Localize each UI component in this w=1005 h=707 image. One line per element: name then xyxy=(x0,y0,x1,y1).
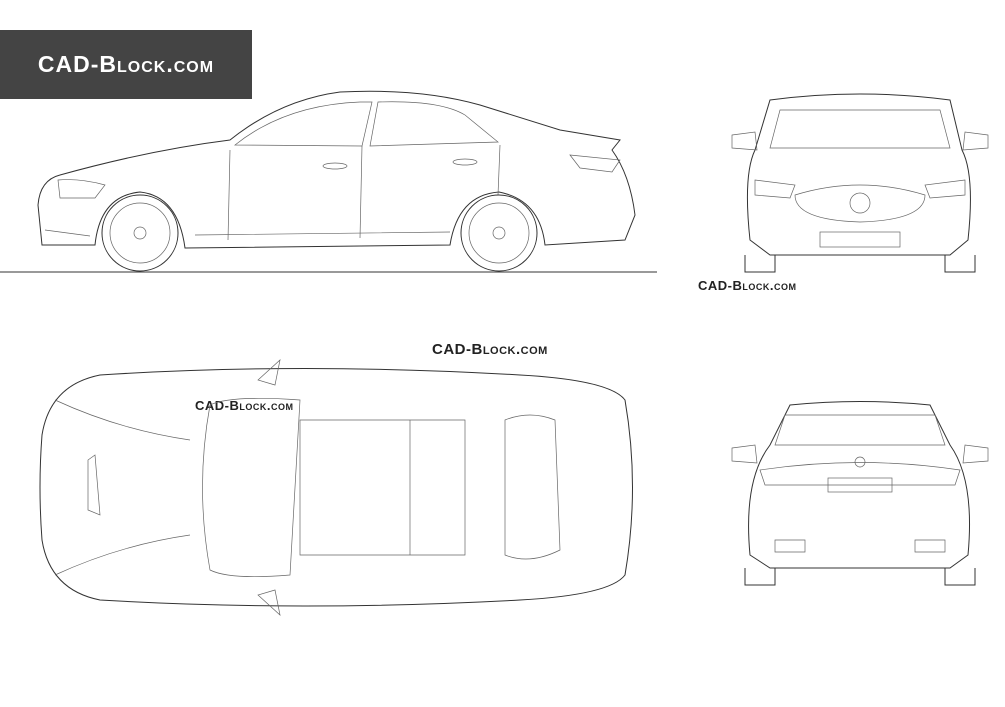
roof xyxy=(299,419,466,556)
front-wheel xyxy=(101,194,179,272)
mirrors xyxy=(731,444,989,464)
mirrors xyxy=(731,131,989,151)
site-logo-banner: CAD-Block.com xyxy=(0,30,252,99)
hood-vent xyxy=(87,454,101,516)
hood-lines xyxy=(54,399,191,576)
headlights xyxy=(754,179,966,199)
front-body-outline xyxy=(746,93,971,256)
side-taillight xyxy=(569,154,621,173)
top-body-outline xyxy=(39,368,633,607)
side-view xyxy=(0,90,657,273)
mercedes-star-icon xyxy=(849,192,871,214)
logo-text: CAD-Block.com xyxy=(37,51,215,77)
door-handle xyxy=(452,158,478,166)
rear-window xyxy=(774,414,946,446)
windshield xyxy=(202,398,301,577)
rear-body-outline xyxy=(748,401,970,569)
side-body-outline xyxy=(37,90,636,249)
rear-wheel xyxy=(460,194,538,272)
front-tyres xyxy=(744,255,976,273)
taillights xyxy=(759,462,961,486)
front-view xyxy=(731,93,989,273)
windshield xyxy=(769,109,951,149)
rear-tyres xyxy=(744,568,976,586)
watermark-top: CAD-Block.com xyxy=(432,341,548,358)
watermark-front: CAD-Block.com xyxy=(698,278,797,293)
mirrors xyxy=(257,359,281,616)
door-handle xyxy=(322,162,348,170)
mercedes-star-icon xyxy=(854,456,866,468)
license-plate xyxy=(827,477,893,493)
side-sill xyxy=(44,229,451,237)
front-grille xyxy=(794,184,926,223)
side-headlight xyxy=(57,179,106,199)
top-view xyxy=(39,359,633,616)
side-door-lines xyxy=(227,144,501,241)
exhaust-tips xyxy=(774,539,946,553)
rear-view xyxy=(731,401,989,586)
side-windows xyxy=(234,101,499,147)
rear-window xyxy=(504,414,561,560)
